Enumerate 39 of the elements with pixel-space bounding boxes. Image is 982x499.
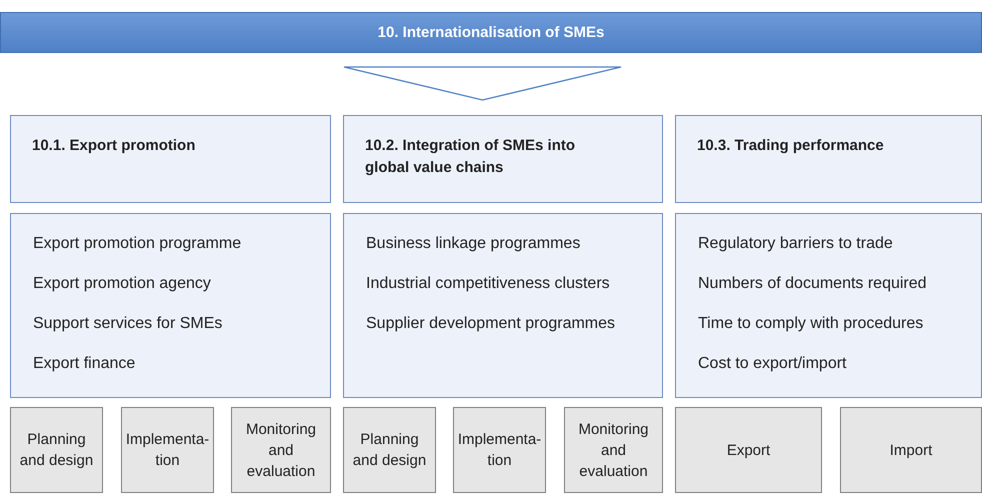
list-item: Export promotion programme: [33, 234, 242, 254]
title-bar: [0, 12, 982, 53]
column-header: [343, 115, 663, 203]
header-text: 10.2. Integration of SMEs into global value chains: [365, 136, 576, 178]
item-list-box: [675, 213, 982, 398]
item-list-box: [343, 213, 663, 398]
list-item: Industrial competitiveness clusters: [366, 274, 611, 294]
list-item: Cost to export/import: [698, 354, 848, 374]
list-item: Regulatory barriers to trade: [698, 234, 894, 254]
stage-box: [453, 407, 546, 493]
triangle-shape: [343, 66, 622, 101]
stage-box: [231, 407, 331, 493]
stage-label: Planning and design: [18, 430, 94, 471]
list-item: Supplier development programmes: [366, 314, 616, 334]
stage-label: Export: [726, 440, 772, 460]
stage-label: Planning and design: [352, 430, 428, 471]
stage-label: Monitoring and evaluation: [244, 420, 318, 482]
stage-box: [121, 407, 214, 493]
list-item: Business linkage programmes: [366, 234, 582, 254]
stage-label: Monitoring and evaluation: [577, 420, 650, 482]
stage-box: [10, 407, 103, 493]
list-item: Export finance: [33, 354, 136, 374]
header-text: 10.1. Export promotion: [32, 136, 196, 156]
stage-box: [343, 407, 436, 493]
list-item: Export promotion agency: [33, 274, 212, 294]
title-text: 10. Internationalisation of SMEs: [378, 24, 604, 41]
stage-box: [675, 407, 822, 493]
stage-box: [564, 407, 663, 493]
list-item: Numbers of documents required: [698, 274, 928, 294]
list-item: Support services for SMEs: [33, 314, 224, 334]
header-text: 10.3. Trading performance: [697, 136, 885, 156]
list-item: Time to comply with procedures: [698, 314, 924, 334]
stage-label: Implementa- tion: [124, 430, 210, 471]
column-header: [675, 115, 982, 203]
stage-box: [840, 407, 982, 493]
stage-label: Import: [888, 440, 934, 460]
stage-label: Implementa- tion: [456, 430, 542, 471]
column-header: [10, 115, 331, 203]
item-list-box: [10, 213, 331, 398]
